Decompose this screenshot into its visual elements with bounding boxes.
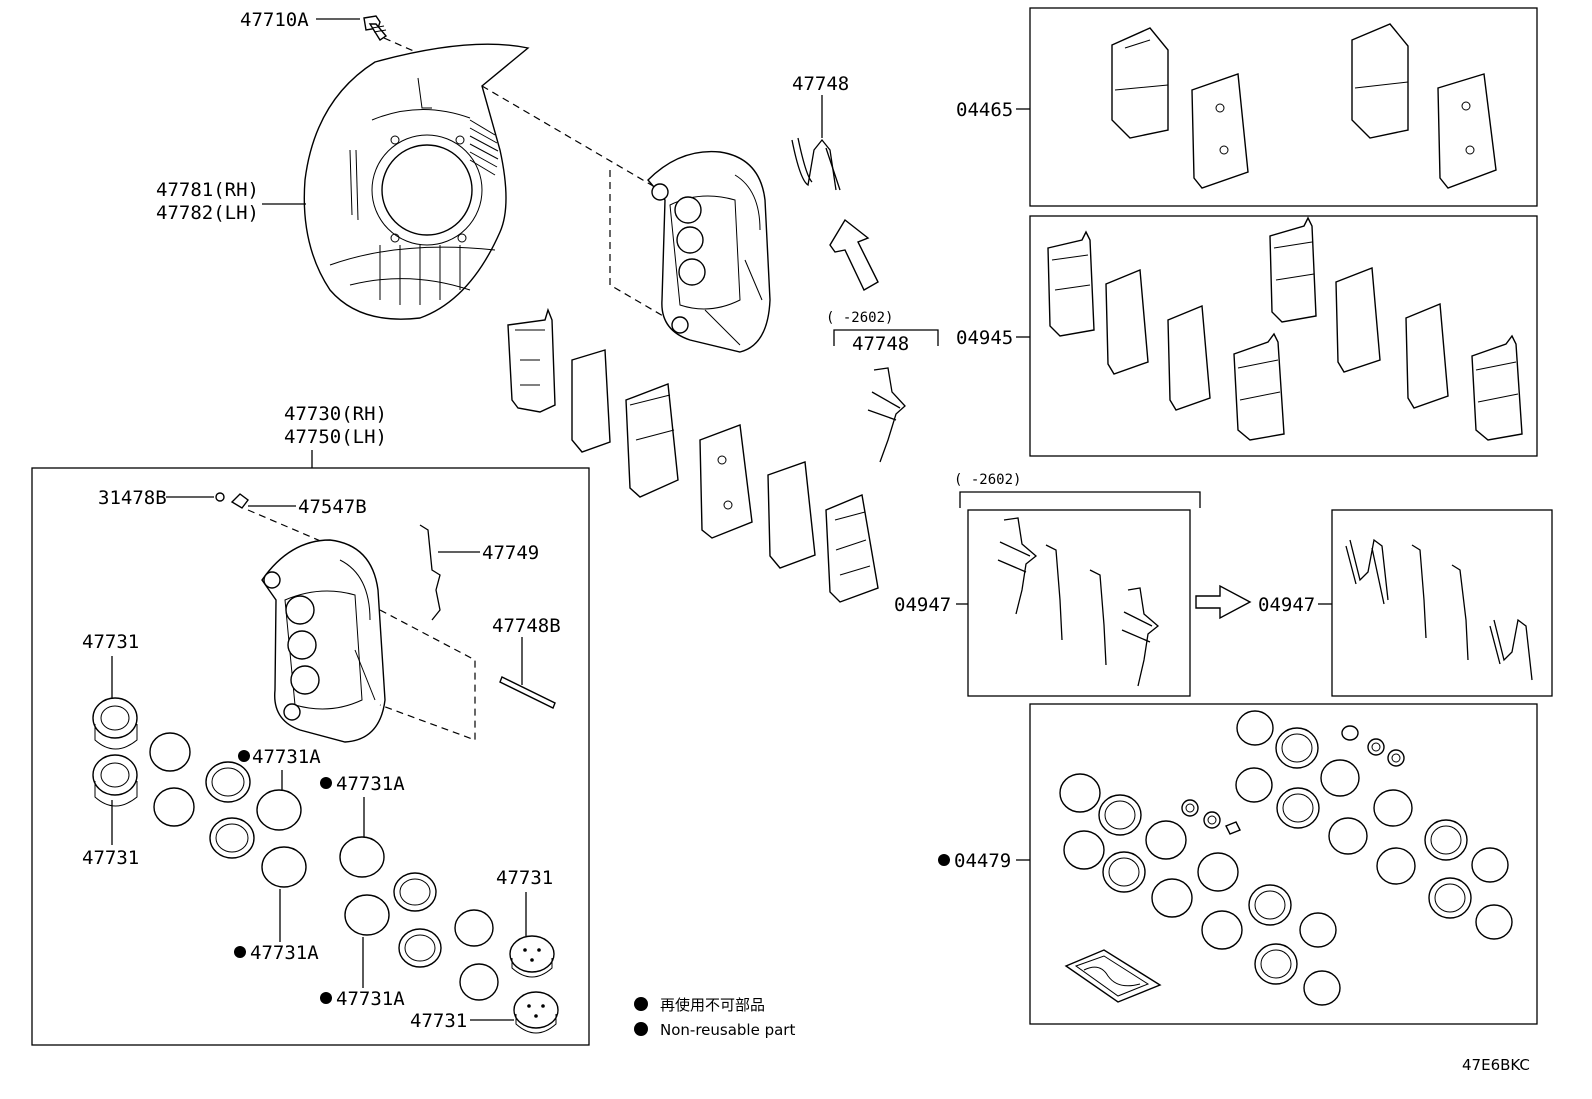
- legend-line-1: 再使用不可部品: [660, 996, 765, 1014]
- label-04945[interactable]: 04945: [956, 327, 1013, 349]
- label-04947-b[interactable]: 04947: [1258, 594, 1315, 616]
- piston-large-2[interactable]: [92, 754, 138, 807]
- label-47731A-a[interactable]: 47731A: [252, 746, 321, 768]
- clip-kit-04947-old-box: [967, 509, 1191, 697]
- pad-kit-04465[interactable]: [1111, 23, 1497, 189]
- seal-rings-left[interactable]: [149, 732, 255, 859]
- non-reusable-mark-2: [234, 946, 246, 958]
- label-04947-a[interactable]: 04947: [894, 594, 951, 616]
- clip-kit-04947-new[interactable]: [1345, 538, 1533, 681]
- non-reusable-mark-3: [320, 777, 332, 789]
- label-47731-c[interactable]: 47731: [496, 867, 553, 889]
- seal-ring-47731A-1[interactable]: [256, 789, 302, 831]
- clip-kit-04947-new-box: [1331, 509, 1553, 697]
- range-label-mid[interactable]: ( -2602): [826, 310, 893, 326]
- legend-line-2: Non-reusable part: [660, 1021, 795, 1039]
- range-label-right[interactable]: ( -2602): [954, 472, 1021, 488]
- seal-rings-center[interactable]: [393, 872, 499, 1001]
- label-47731-d[interactable]: 47731: [410, 1010, 467, 1032]
- seal-kit-04479[interactable]: [1059, 710, 1513, 1006]
- direction-arrow-up: [829, 218, 879, 291]
- legend-bullet-2: [634, 1022, 648, 1036]
- label-47731-b[interactable]: 47731: [82, 847, 139, 869]
- anti-rattle-spring-top[interactable]: [791, 137, 841, 191]
- label-47730[interactable]: 47730(RH): [284, 403, 387, 425]
- bleeder-cap[interactable]: [215, 492, 225, 502]
- pad-set-center[interactable]: [507, 307, 879, 603]
- non-reusable-mark-1: [238, 750, 250, 762]
- dust-shield[interactable]: [303, 43, 530, 320]
- seal-ring-47731A-4[interactable]: [344, 894, 390, 936]
- label-47731A-c[interactable]: 47731A: [336, 773, 405, 795]
- piston-small-2[interactable]: [513, 991, 559, 1034]
- label-47731A-b[interactable]: 47731A: [250, 942, 319, 964]
- label-47547B[interactable]: 47547B: [298, 496, 367, 518]
- label-47748-top[interactable]: 47748: [792, 73, 849, 95]
- label-47781[interactable]: 47781(RH): [156, 179, 259, 201]
- pad-spring-47749[interactable]: [419, 524, 441, 621]
- pad-clip-mid[interactable]: [867, 367, 906, 463]
- caliper-assy[interactable]: [261, 539, 386, 743]
- pad-kit-04945-box: [1029, 215, 1538, 457]
- bolt-47710A[interactable]: [363, 15, 388, 41]
- label-47782[interactable]: 47782(LH): [156, 202, 259, 224]
- seal-ring-47731A-3[interactable]: [339, 836, 385, 878]
- non-reusable-mark-4: [320, 992, 332, 1004]
- label-47731A-d[interactable]: 47731A: [336, 988, 405, 1010]
- caliper-top[interactable]: [647, 150, 771, 353]
- non-reusable-mark-5: [938, 854, 950, 866]
- label-31478B[interactable]: 31478B: [98, 487, 167, 509]
- piston-small-1[interactable]: [509, 935, 555, 978]
- seal-kit-04479-box: [1029, 703, 1538, 1025]
- legend-bullet-1: [634, 997, 648, 1011]
- label-04479[interactable]: 04479: [954, 850, 1011, 872]
- diagram-code: 47E6BKC: [1462, 1056, 1530, 1074]
- replacement-arrow: [1195, 584, 1252, 620]
- seal-ring-47731A-2[interactable]: [261, 846, 307, 888]
- label-04465[interactable]: 04465: [956, 99, 1013, 121]
- label-47731-a[interactable]: 47731: [82, 631, 139, 653]
- label-47710A[interactable]: 47710A: [240, 9, 309, 31]
- bleeder-plug[interactable]: [230, 493, 249, 509]
- pad-kit-04465-box: [1029, 7, 1538, 207]
- label-47748-mid[interactable]: 47748: [852, 333, 909, 355]
- pad-kit-04945[interactable]: [1047, 216, 1523, 441]
- caliper-assy-box: [31, 467, 590, 1046]
- label-47750[interactable]: 47750(LH): [284, 426, 387, 448]
- piston-large-1[interactable]: [92, 697, 138, 750]
- pad-pin-47748B[interactable]: [499, 676, 556, 709]
- label-47749[interactable]: 47749: [482, 542, 539, 564]
- label-47748B[interactable]: 47748B: [492, 615, 561, 637]
- clip-kit-04947-old[interactable]: [997, 517, 1160, 687]
